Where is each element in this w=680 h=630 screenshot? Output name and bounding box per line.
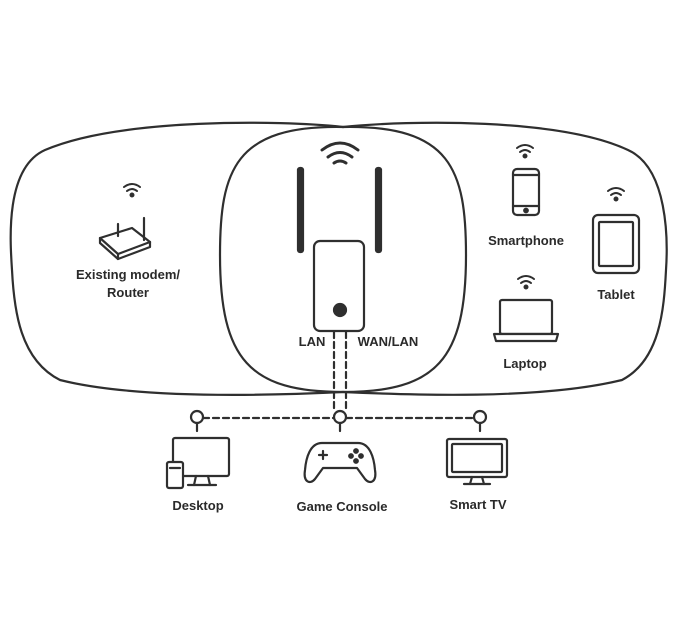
tablet-icon <box>591 213 641 275</box>
laptop-icon <box>492 298 560 343</box>
game-controller-icon <box>303 441 377 484</box>
modem-label-line2: Router <box>107 285 149 300</box>
modem-label-line1: Existing modem/ <box>75 267 181 282</box>
smartphone-wifi-icon <box>516 144 534 159</box>
extender-wifi-icon <box>320 141 360 165</box>
desktop-connection-node <box>189 409 205 433</box>
center-coverage-area <box>218 125 468 394</box>
desktop-label: Desktop <box>172 498 224 513</box>
left-coverage-area <box>9 121 345 396</box>
lan-port-label: LAN <box>298 334 326 349</box>
wan-lan-port-label: WAN/LAN <box>357 334 419 349</box>
router-wifi-icon <box>123 183 141 198</box>
smart-tv-label: Smart TV <box>449 497 507 512</box>
tablet-wifi-icon <box>607 187 625 202</box>
desktop-icon <box>165 436 231 490</box>
smart-tv-icon <box>445 437 509 486</box>
extender-antennas <box>296 166 383 254</box>
router-icon <box>98 216 152 261</box>
ethernet-cables <box>201 330 478 420</box>
game-console-label: Game Console <box>296 499 388 514</box>
laptop-label: Laptop <box>503 356 547 371</box>
smartphone-label: Smartphone <box>488 233 564 248</box>
right-coverage-area <box>341 121 668 396</box>
tv-connection-node <box>472 409 488 433</box>
tablet-label: Tablet <box>597 287 635 302</box>
smartphone-icon <box>511 167 541 217</box>
console-connection-node <box>332 409 348 433</box>
laptop-wifi-icon <box>517 275 535 290</box>
wifi-extender-icon <box>312 239 366 333</box>
